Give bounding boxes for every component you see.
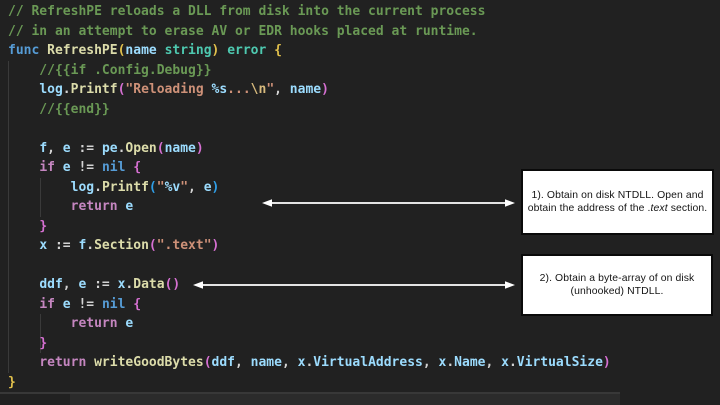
code-line: //{{if .Config.Debug}}: [8, 62, 212, 78]
callout-text-line: 1). Obtain on disk NTDLL. Open and: [531, 190, 704, 201]
code-line: return e: [70, 316, 134, 331]
code-line: x := f.Section(".text"): [39, 238, 220, 253]
callout-text-line: (unhooked) NTDLL.: [570, 286, 664, 297]
code-block: // RefreshPE reloads a DLL from disk int…: [8, 2, 611, 392]
callout-text-line: obtain the address of the .text section.: [527, 203, 708, 214]
code-line: }: [8, 374, 16, 390]
arrow-2: [193, 281, 515, 289]
indent-guide-level0: [8, 61, 9, 373]
indent-guide-if2: [40, 314, 41, 353]
indent-guide-if1: [40, 178, 41, 217]
code-line: //{{end}}: [8, 101, 110, 117]
code-line: // in an attempt to erase AV or EDR hook…: [8, 23, 478, 39]
code-line: log.Printf("%v", e): [70, 179, 220, 195]
code-line: // RefreshPE reloads a DLL from disk int…: [8, 4, 486, 19]
code-line: return e: [70, 199, 134, 214]
code-line: f, e := pe.Open(name): [39, 140, 204, 156]
callout-box-2: 2). Obtain a byte-array of on disk (unhoo…: [521, 254, 713, 316]
scrollbar-thumb[interactable]: [70, 394, 620, 405]
code-line: ddf, e := x.Data(): [39, 277, 181, 292]
code-line: return writeGoodBytes(ddf, name, x.Virtu…: [39, 355, 611, 370]
code-line: }: [39, 218, 48, 234]
code-line: func RefreshPE(name string) error {: [8, 43, 282, 58]
scrollbar-divider: [0, 392, 620, 394]
callout-box-1: 1). Obtain on disk NTDLL. Open and obtain…: [521, 169, 714, 235]
callout-text-line: 2). Obtain a byte-array of on disk: [539, 273, 695, 284]
code-line: log.Printf("Reloading %s...\n", name): [39, 82, 329, 97]
code-line: if e != nil {: [39, 160, 142, 175]
arrow-1: [262, 199, 515, 207]
code-line: if e != nil {: [39, 296, 142, 312]
code-line: }: [39, 335, 48, 351]
